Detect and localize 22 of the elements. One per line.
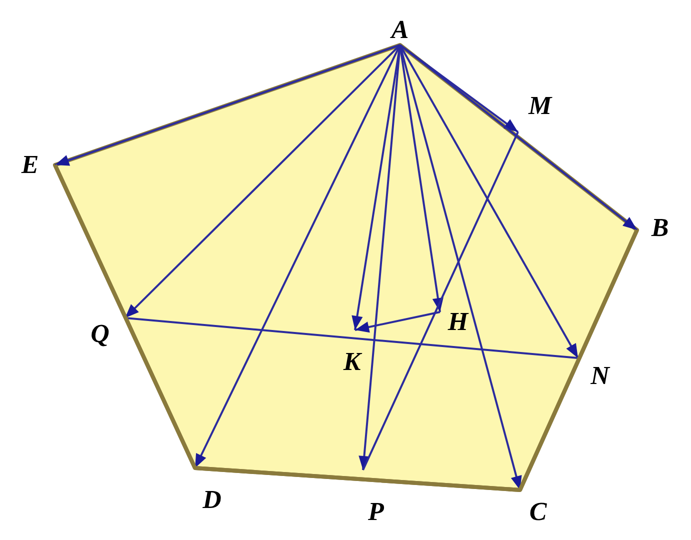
line-segment [194,466,520,492]
line-segment [53,164,197,469]
arrow [194,44,401,468]
line-segment [518,229,639,491]
point-label: B [651,215,669,241]
line-segment [362,132,519,470]
arrow [399,44,638,231]
point-label: N [590,363,610,389]
point-label: P [368,499,384,525]
point-label: C [529,499,547,525]
point-label: K [343,349,361,375]
point-label: A [391,17,409,43]
arrow [354,311,440,333]
point-label: Q [90,321,110,347]
point-label: E [21,152,39,178]
arrow [399,44,579,358]
point-label: M [528,93,552,119]
point-label: D [202,487,222,513]
point-label: H [448,309,468,335]
arrow [124,44,401,319]
line-segment [124,317,578,359]
arrow [54,44,400,166]
